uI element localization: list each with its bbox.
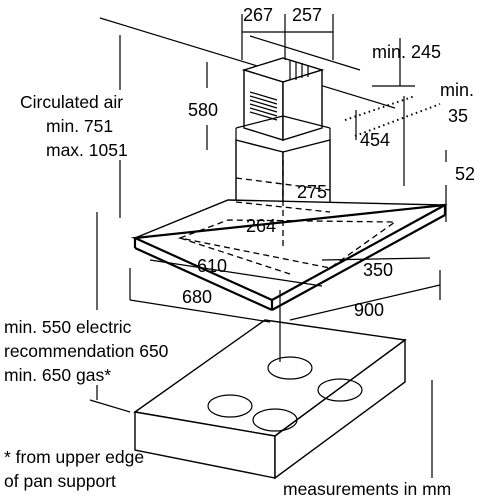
clearance-line3: min. 650 gas* <box>4 365 111 385</box>
dim-canopy-width: 680 <box>182 287 212 307</box>
footnote: * from upper edge of pan support <box>4 447 144 491</box>
clearance-line1: min. 550 electric <box>4 317 132 337</box>
circulated-air-line2: min. 751 <box>46 116 113 136</box>
hood-canopy <box>130 199 448 312</box>
dim-hood-height: 52 <box>455 164 475 184</box>
chimney-hidden-edges <box>235 160 331 250</box>
dim-canopy-depth: 900 <box>354 300 384 320</box>
dim-inner-width: 275 <box>297 182 327 202</box>
vent-slots-right <box>289 60 309 80</box>
circulated-air-line1: Circulated air <box>20 92 123 112</box>
circulated-air-note: Circulated air min. 751 max. 1051 <box>20 92 128 160</box>
dimension-lines <box>89 14 447 478</box>
dim-min-right-value: 35 <box>448 106 468 126</box>
circulated-air-line3: max. 1051 <box>46 140 128 160</box>
dim-chimney-width: 267 <box>243 5 273 25</box>
clearance-line2: recommendation 650 <box>4 341 169 361</box>
dim-canopy-inner-depth: 350 <box>363 260 393 280</box>
dim-chimney-depth: 257 <box>292 5 322 25</box>
dim-canopy-inner-width: 610 <box>197 256 227 276</box>
burner-back-left <box>267 356 313 380</box>
dim-min-right: min. <box>440 80 474 100</box>
burner-back-right <box>317 378 363 402</box>
units-note: measurements in mm <box>283 479 451 499</box>
dim-inner-depth: 264 <box>246 216 276 236</box>
clearance-note: min. 550 electric recommendation 650 min… <box>4 317 169 385</box>
burner-front-left <box>207 394 253 418</box>
ceiling-lines <box>99 17 396 109</box>
burner-front-right <box>252 408 298 432</box>
dim-min-top-clearance: min. 245 <box>372 42 441 62</box>
vent-slots-left <box>249 91 278 121</box>
cooktop <box>133 319 407 480</box>
footnote-line1: * from upper edge <box>4 447 144 467</box>
chimney-upper-section <box>241 57 325 141</box>
dim-chimney-overlap: 580 <box>188 100 218 120</box>
footnote-line2: of pan support <box>4 471 116 491</box>
dim-inner-chimney: 454 <box>360 130 390 150</box>
